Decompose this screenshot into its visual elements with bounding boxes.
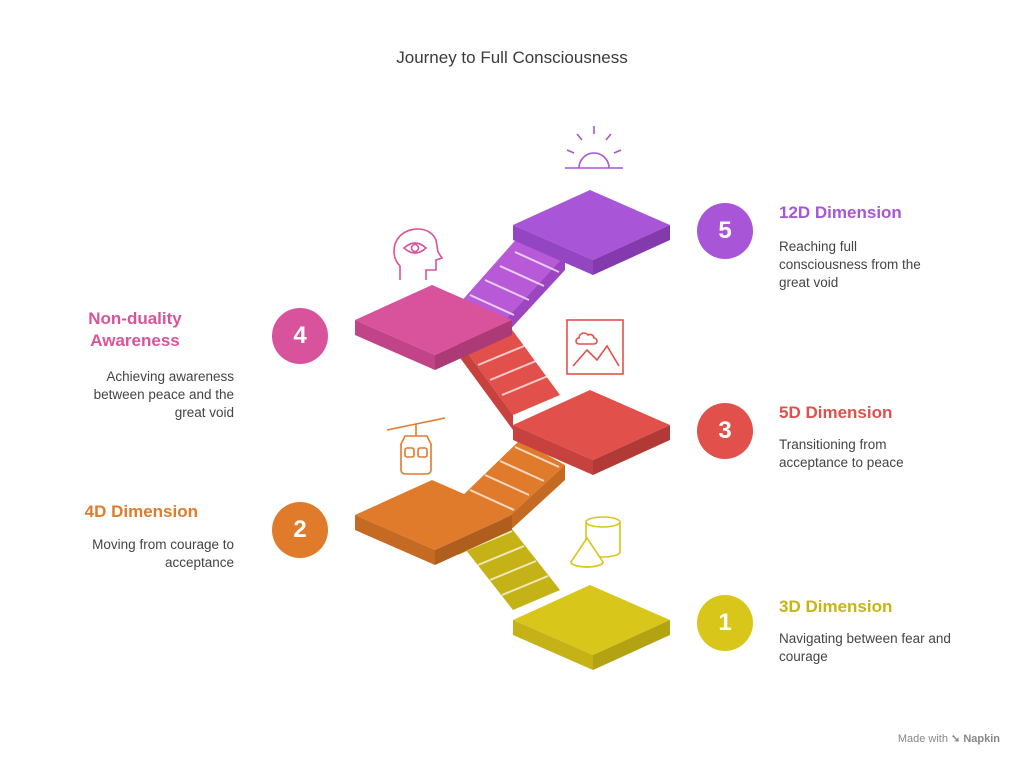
step-4-label: Non-duality Awareness bbox=[88, 309, 182, 350]
step-3-description: Transitioning from acceptance to peace bbox=[779, 437, 904, 470]
napkin-brand: Napkin bbox=[963, 733, 1000, 745]
cable-car-icon bbox=[386, 417, 446, 475]
step-5-label: 12D Dimension bbox=[779, 203, 902, 222]
step-2-badge: 2 bbox=[272, 502, 328, 558]
platform-3 bbox=[513, 390, 670, 475]
diagram-title: Journey to Full Consciousness bbox=[396, 48, 628, 67]
platform-1 bbox=[513, 585, 670, 670]
napkin-logo-icon: ➘ bbox=[951, 733, 961, 745]
step-2-label: 4D Dimension bbox=[84, 502, 198, 521]
mind-eye-icon bbox=[393, 228, 444, 280]
stair-4-5 bbox=[458, 235, 565, 335]
step-1-badge: 1 bbox=[697, 595, 753, 651]
made-with-napkin-footer: Made with ➘ Napkin bbox=[898, 732, 1000, 745]
sunrise-icon bbox=[565, 126, 623, 169]
platform-5 bbox=[513, 190, 670, 275]
platform-2 bbox=[355, 480, 512, 565]
step-1-description: Navigating between fear and courage bbox=[779, 631, 951, 664]
step-4-badge: 4 bbox=[272, 308, 328, 364]
made-with-text: Made with bbox=[897, 733, 948, 745]
step-3-label: 5D Dimension bbox=[779, 403, 893, 422]
step-1-label: 3D Dimension bbox=[779, 597, 893, 616]
platform-4 bbox=[355, 285, 512, 370]
shapes-icon bbox=[570, 516, 621, 568]
step-5-description: Reaching full consciousness from the gre… bbox=[779, 239, 921, 290]
step-2-description: Moving from courage to acceptance bbox=[92, 537, 234, 570]
step-4-description: Achieving awareness between peace and th… bbox=[93, 369, 234, 420]
step-3-badge: 3 bbox=[697, 403, 753, 459]
landscape-picture-icon bbox=[566, 319, 624, 375]
stair-2-3 bbox=[458, 440, 565, 535]
step-5-badge: 5 bbox=[697, 203, 753, 259]
